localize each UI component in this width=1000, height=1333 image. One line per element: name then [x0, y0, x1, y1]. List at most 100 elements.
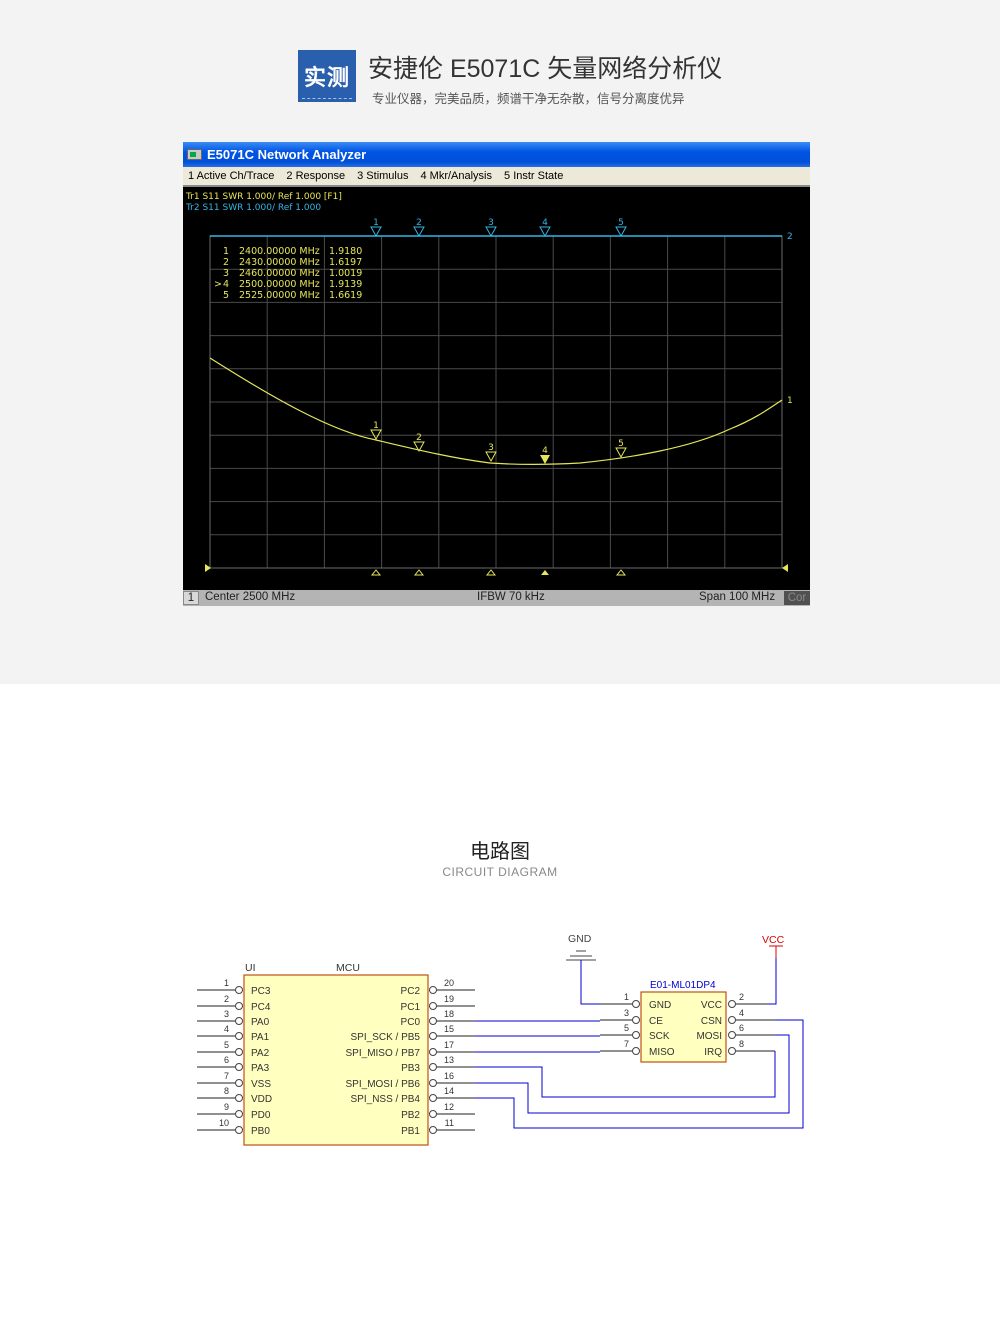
module-body [640, 991, 727, 1063]
svg-text:3: 3 [488, 443, 494, 453]
trace2-marker-3-icon: 3 [485, 218, 497, 238]
wire-pb3-irq [475, 1051, 776, 1098]
marker-3-icon: 3 [485, 443, 497, 463]
svg-text:2: 2 [224, 994, 229, 1004]
svg-text:2430.00000 MHz: 2430.00000 MHz [239, 257, 320, 268]
trace2-marker-5-icon: 5 [615, 218, 627, 238]
window-titlebar[interactable]: E5071C Network Analyzer [183, 142, 810, 167]
svg-text:16: 16 [444, 1071, 454, 1081]
trace2-label[interactable]: Tr2 S11 SWR 1.000/ Ref 1.000 [186, 203, 322, 213]
trace2-marker-2-icon: 2 [413, 218, 425, 238]
svg-text:PC4: PC4 [251, 1002, 271, 1013]
ifbw-value[interactable]: IFBW 70 kHz [477, 591, 545, 603]
svg-text:1.6619: 1.6619 [329, 290, 362, 301]
svg-text:SCK: SCK [649, 1031, 670, 1042]
app-icon [187, 149, 202, 160]
svg-text:1.0019: 1.0019 [329, 268, 362, 279]
svg-text:4: 4 [224, 1024, 229, 1034]
center-frequency[interactable]: Center 2500 MHz [205, 591, 296, 603]
marker-4-active-icon: 4 [540, 446, 550, 464]
svg-text:GND: GND [568, 933, 592, 945]
svg-text:6: 6 [739, 1023, 744, 1033]
vcc-symbol-icon: VCC [762, 934, 785, 1005]
svg-text:SPI_MOSI / PB6: SPI_MOSI / PB6 [346, 1079, 421, 1090]
svg-text:PA0: PA0 [251, 1017, 270, 1028]
network-analyzer-window: E5071C Network Analyzer 1 Active Ch/Trac… [183, 142, 810, 606]
svg-text:8: 8 [739, 1039, 744, 1049]
mcu-body [243, 974, 429, 1146]
svg-text:4: 4 [542, 218, 548, 228]
svg-text:3: 3 [224, 1009, 229, 1019]
svg-text:1.9139: 1.9139 [329, 279, 362, 290]
svg-text:PA2: PA2 [251, 1048, 270, 1059]
svg-text:5: 5 [618, 439, 624, 449]
circuit-subtitle: CIRCUIT DIAGRAM [442, 865, 558, 879]
svg-text:4: 4 [542, 446, 548, 456]
trace2-ref-label: 2 [787, 232, 793, 242]
svg-text:9: 9 [224, 1102, 229, 1112]
span-value[interactable]: Span 100 MHz [699, 591, 776, 603]
module-label: E01-ML01DP4 [650, 980, 716, 991]
svg-text:13: 13 [444, 1055, 454, 1065]
svg-text:MOSI: MOSI [696, 1031, 722, 1042]
svg-text:11: 11 [445, 1118, 454, 1128]
svg-text:2525.00000 MHz: 2525.00000 MHz [239, 290, 320, 301]
svg-text:2: 2 [223, 257, 229, 268]
plot-grid: 1 2 3 4 5 1 2 3 4 5 2 1 [205, 218, 793, 576]
svg-text:4: 4 [739, 1008, 744, 1018]
svg-text:3: 3 [624, 1008, 629, 1018]
menu-response[interactable]: 2 Response [286, 170, 346, 182]
menu-instr-state[interactable]: 5 Instr State [504, 170, 564, 182]
svg-text:2460.00000 MHz: 2460.00000 MHz [239, 268, 320, 279]
svg-text:SPI_MISO / PB7: SPI_MISO / PB7 [346, 1048, 421, 1059]
svg-text:17: 17 [444, 1040, 454, 1050]
gnd-symbol-icon: GND [566, 933, 600, 1005]
svg-text:PA1: PA1 [251, 1032, 270, 1043]
svg-text:5: 5 [624, 1023, 629, 1033]
svg-text:1: 1 [224, 978, 229, 988]
svg-text:IRQ: IRQ [704, 1047, 722, 1058]
wire-mosi [475, 1034, 790, 1114]
circuit-title: 电路图 [470, 841, 530, 863]
channel-indicator[interactable]: 1 [183, 591, 199, 605]
active-marker-indicator: > [214, 279, 222, 290]
svg-text:PA3: PA3 [251, 1063, 270, 1074]
correction-indicator: Cor [784, 591, 810, 605]
svg-text:2: 2 [416, 218, 422, 228]
svg-text:VCC: VCC [701, 1000, 722, 1011]
window-title: E5071C Network Analyzer [207, 147, 367, 162]
svg-text:VSS: VSS [251, 1079, 271, 1090]
measured-badge: 实测 [298, 50, 356, 102]
menu-mkr-analysis[interactable]: 4 Mkr/Analysis [420, 170, 493, 182]
menu-active-ch-trace[interactable]: 1 Active Ch/Trace [188, 170, 275, 182]
svg-text:1.6197: 1.6197 [329, 257, 362, 268]
mcu-label: MCU [336, 962, 360, 974]
trace1-curve [209, 357, 783, 466]
marker-table: 1 2400.00000 MHz 1.9180 2 2430.00000 MHz… [214, 246, 362, 301]
svg-text:7: 7 [224, 1071, 229, 1081]
swr-plot: 1 2 3 4 5 1 2 3 4 5 2 1 [205, 218, 793, 576]
marker-5-icon: 5 [615, 439, 627, 459]
measurement-screen: Tr1 S11 SWR 1.000/ Ref 1.000 [F1] Tr2 S1… [183, 189, 810, 590]
marker-row-id: 1 [223, 246, 229, 257]
svg-text:CE: CE [649, 1016, 663, 1027]
trace1-label[interactable]: Tr1 S11 SWR 1.000/ Ref 1.000 [F1] [186, 192, 342, 202]
page-subtitle: 专业仪器，完美品质，频谱干净无杂散，信号分离度优异 [372, 92, 685, 106]
menu-bar: 1 Active Ch/Trace 2 Response 3 Stimulus … [183, 167, 810, 187]
svg-text:PC1: PC1 [401, 1002, 421, 1013]
svg-text:15: 15 [444, 1024, 454, 1034]
menu-stimulus[interactable]: 3 Stimulus [357, 170, 409, 182]
svg-text:7: 7 [624, 1039, 629, 1049]
svg-text:10: 10 [219, 1118, 229, 1128]
trace1-ref-label: 1 [787, 396, 793, 406]
svg-text:14: 14 [444, 1086, 454, 1096]
svg-text:18: 18 [444, 1009, 454, 1019]
mcu-ref: UI [245, 962, 256, 974]
svg-text:2: 2 [739, 992, 744, 1002]
svg-text:PB1: PB1 [401, 1126, 420, 1137]
svg-text:SPI_SCK / PB5: SPI_SCK / PB5 [351, 1032, 421, 1043]
